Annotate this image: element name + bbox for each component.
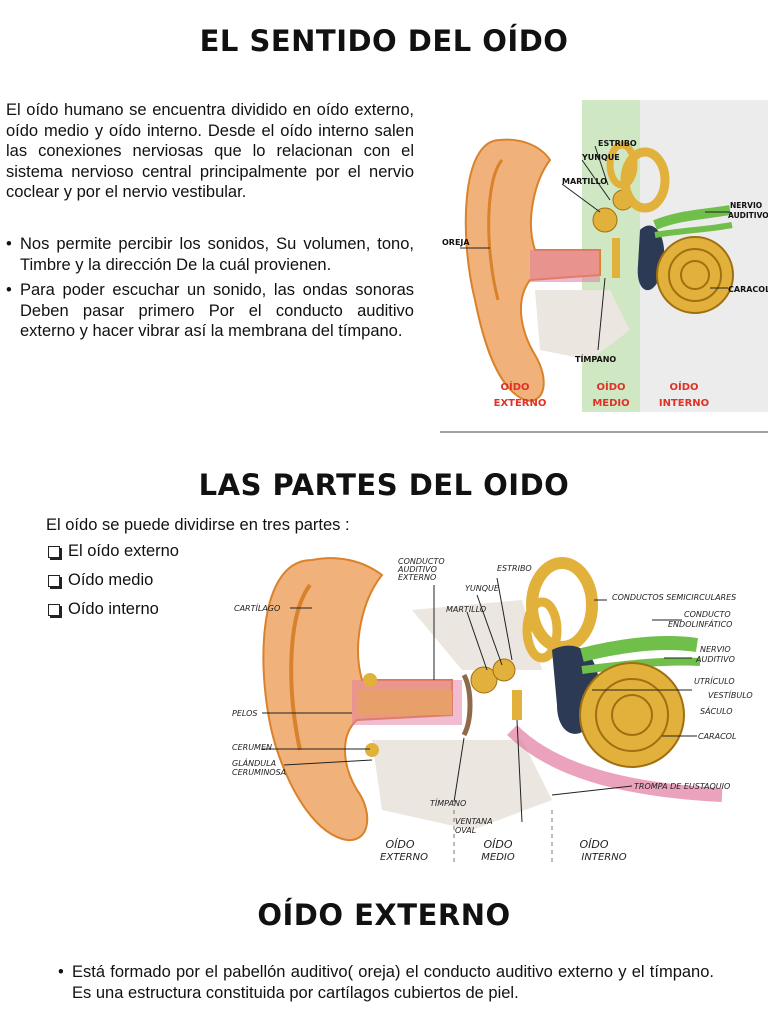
label-ventana-oval: OVAL bbox=[455, 826, 476, 835]
section-title: OÍDO EXTERNO bbox=[257, 898, 511, 932]
zone-medio-label: MEDIO bbox=[592, 398, 629, 409]
checkbox-icon bbox=[48, 603, 60, 616]
list-item: Oído interno bbox=[46, 595, 179, 624]
label-nervio-auditivo: NERVIO bbox=[700, 645, 731, 654]
label-conducto: CONDUCTO bbox=[398, 557, 445, 566]
label-utriculo: UTRÍCULO bbox=[694, 675, 735, 686]
zone-externo-label: EXTERNO bbox=[380, 852, 428, 863]
label-ventana-oval: VENTANA bbox=[455, 817, 493, 826]
zone-medio-label: OÍDO bbox=[483, 838, 512, 851]
bullet-item: •Nos permite percibir los sonidos, Su vo… bbox=[6, 235, 414, 274]
label-estribo: ESTRIBO bbox=[598, 139, 637, 148]
bullet-icon: • bbox=[6, 281, 12, 299]
list-item: Oído medio bbox=[46, 566, 179, 595]
bullet-list: •Nos permite percibir los sonidos, Su vo… bbox=[6, 234, 414, 347]
label-vestibulo: VESTÍBULO bbox=[708, 689, 753, 700]
label-conducto-endolinfatico: CONDUCTO bbox=[684, 610, 731, 619]
checkbox-icon bbox=[48, 545, 60, 558]
label-oreja: OREJA bbox=[442, 238, 470, 247]
ear-diagram-simple: ESTRIBO YUNQUE MARTILLO OREJA NERVIO AUD… bbox=[440, 100, 768, 433]
label-martillo: MARTILLO bbox=[562, 177, 607, 186]
bullet-item: •Está formado por el pabellón auditivo( … bbox=[58, 963, 714, 1002]
zone-interno-label: OÍDO bbox=[579, 838, 608, 851]
label-conducto-endolinfatico: ENDOLINFÁTICO bbox=[668, 618, 732, 629]
label-martillo: MARTILLO bbox=[446, 605, 486, 614]
label-auditivo: AUDITIVO bbox=[728, 211, 768, 220]
label-yunque: YUNQUE bbox=[465, 584, 500, 593]
label-glandula: CERUMINOSA bbox=[232, 768, 286, 777]
zone-externo-label: OÍDO bbox=[385, 838, 414, 851]
label-timpano: TÍMPANO bbox=[575, 353, 616, 364]
label-conducto: EXTERNO bbox=[398, 573, 436, 582]
label-yunque: YUNQUE bbox=[581, 153, 620, 162]
label-glandula: GLÁNDULA bbox=[232, 757, 276, 768]
page-title: EL SENTIDO DEL OÍDO bbox=[199, 24, 569, 58]
zone-interno-label: INTERNO bbox=[659, 398, 709, 409]
bullet-icon: • bbox=[6, 235, 12, 253]
label-pelos: PELOS bbox=[232, 709, 257, 718]
parts-intro: El oído se puede dividirse en tres parte… bbox=[46, 516, 350, 534]
zone-externo-label: OÍDO bbox=[500, 380, 529, 393]
label-nervio: NERVIO bbox=[730, 201, 762, 210]
zone-externo-label: EXTERNO bbox=[494, 398, 547, 409]
label-timpano: TÍMPANO bbox=[430, 797, 466, 808]
bullet-list: •Está formado por el pabellón auditivo( … bbox=[58, 962, 714, 1008]
ear-diagram-detailed: CONDUCTO AUDITIVO EXTERNO ESTRIBO YUNQUE… bbox=[222, 540, 762, 870]
checkbox-icon bbox=[48, 574, 60, 587]
bullet-icon: • bbox=[58, 963, 64, 981]
label-cartilago: CARTÍLAGO bbox=[234, 602, 280, 613]
bullet-item: •Para poder escuchar un sonido, las onda… bbox=[6, 281, 414, 340]
label-conductos-semicirculares: CONDUCTOS SEMICIRCULARES bbox=[612, 593, 736, 602]
section-title: LAS PARTES DEL OIDO bbox=[198, 468, 570, 502]
intro-paragraph: El oído humano se encuentra dividido en … bbox=[6, 101, 414, 201]
label-estribo: ESTRIBO bbox=[497, 564, 532, 573]
label-caracol: CARACOL bbox=[698, 732, 736, 741]
zone-interno-label: INTERNO bbox=[581, 852, 626, 863]
zone-interno-label: OÍDO bbox=[669, 380, 698, 393]
label-saculo: SÁCULO bbox=[700, 705, 733, 716]
label-nervio-auditivo: AUDITIVO bbox=[695, 655, 735, 664]
list-item: El oído externo bbox=[46, 537, 179, 566]
label-trompa-eustaquio: TROMPA DE EUSTAQUIO bbox=[634, 782, 730, 791]
parts-list: El oído externo Oído medio Oído interno bbox=[46, 537, 179, 624]
label-cerumen: CERUMEN bbox=[232, 743, 272, 752]
zone-medio-label: MEDIO bbox=[481, 852, 515, 863]
label-caracol: CARACOL bbox=[728, 285, 768, 294]
zone-medio-label: OÍDO bbox=[596, 380, 625, 393]
label-conducto: AUDITIVO bbox=[397, 565, 437, 574]
